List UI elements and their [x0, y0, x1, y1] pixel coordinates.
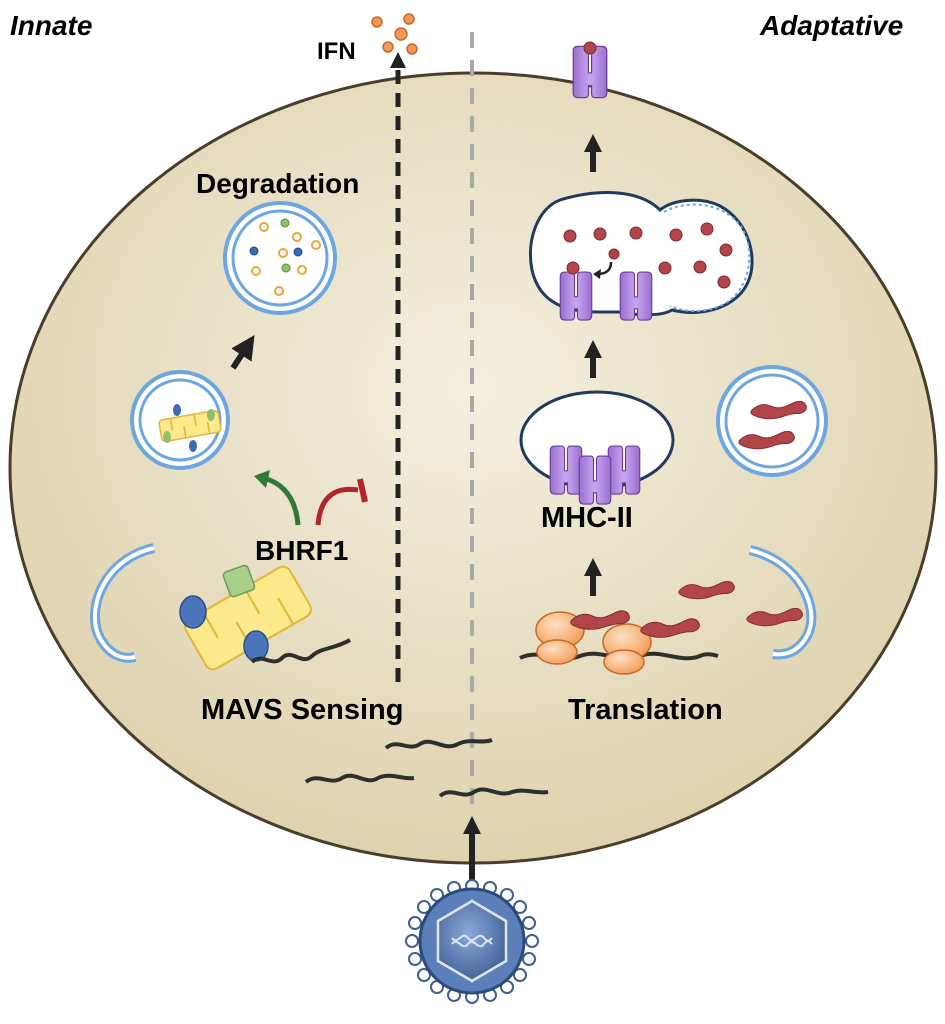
peptide-autophagosome — [716, 365, 828, 477]
viral-rna-fragment-1 — [384, 738, 493, 750]
virus-particle — [405, 879, 539, 1004]
surface-mhc-ii — [572, 41, 608, 99]
mhc-loading-compartment — [528, 191, 754, 321]
viral-rna-fragment-2 — [304, 773, 415, 784]
adaptative-label: Adaptative — [760, 10, 904, 41]
autophagy-to-degradation-arrow — [230, 334, 255, 370]
bhrf1-promote-arrow — [263, 475, 301, 526]
bhrf1-inhibit-bar — [357, 478, 368, 503]
translation-arrowhead — [584, 558, 602, 576]
mhc-ii-vesicle — [519, 390, 675, 505]
lysosome-degradation — [223, 201, 337, 315]
degradation-label: Degradation — [196, 168, 360, 199]
bhrf1-promote-arrowhead — [254, 470, 270, 488]
ifn-arrowhead — [390, 52, 406, 68]
ifn-particles — [371, 13, 418, 55]
ifn-label: IFN — [317, 38, 356, 65]
mhc-ii-label: MHC-II — [541, 502, 633, 534]
autophagosome — [130, 370, 230, 470]
innate-label: Innate — [10, 10, 93, 41]
mhc-vesicle-arrowhead — [584, 340, 602, 358]
viral-rna-mavs — [250, 638, 351, 664]
translation-label: Translation — [568, 694, 723, 726]
viral-rna-fragment-3 — [438, 787, 549, 798]
mitochondrion — [179, 564, 313, 671]
bhrf1-label: BHRF1 — [255, 535, 349, 566]
bhrf1-inhibit-arrow — [315, 486, 359, 526]
mhc-to-surface-arrowhead — [584, 134, 602, 152]
mavs-sensing-label: MAVS Sensing — [201, 694, 404, 726]
virus-entry-arrowhead — [463, 816, 481, 834]
